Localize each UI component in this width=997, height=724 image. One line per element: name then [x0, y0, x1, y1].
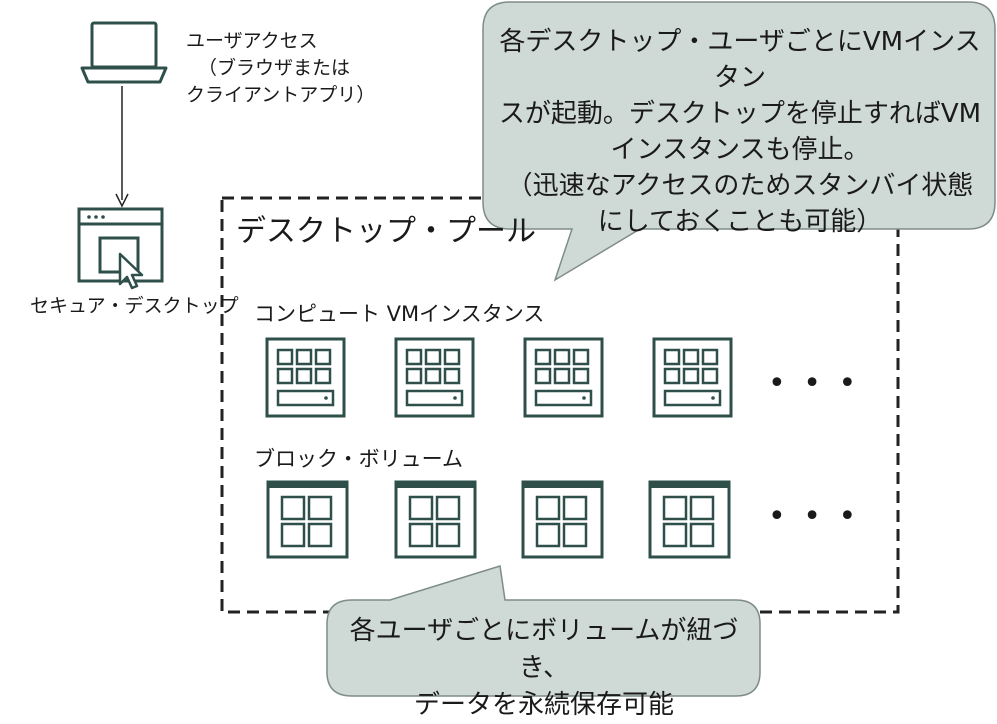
user-access-line3: クライアントアプリ） [186, 84, 376, 106]
block-volume-label: ブロック・ボリューム [254, 447, 463, 471]
callout-bottom-line: 各ユーザごとにボリュームが紐づき、 [349, 616, 739, 683]
block-volume-icon [521, 480, 604, 559]
callout-top-line: スが起動。デスクトップを停止すればVM [498, 99, 982, 129]
callout-top-line: （迅速なアクセスのためスタンバイ状態 [506, 171, 974, 201]
secure-desktop-label: セキュア・デスクトップ [30, 295, 239, 317]
callout-top-text: 各デスクトップ・ユーザごとにVMインスタン スが起動。デスクトップを停止すればV… [492, 24, 988, 240]
block-volume-icon [266, 480, 349, 559]
callout-top-line: インスタンスも停止。 [610, 135, 870, 165]
user-access-label: ユーザアクセス （ブラウザまたは クライアントアプリ） [186, 28, 375, 109]
compute-vm-label: コンピュート VMインスタンス [254, 302, 545, 326]
compute-more-ellipsis: • • • [768, 366, 861, 401]
callout-bottom-shape [326, 565, 761, 697]
architecture-diagram [77, 1, 996, 697]
block-volume-icon [394, 480, 477, 559]
compute-vm-icon [394, 337, 475, 418]
callout-top-shape [482, 1, 996, 282]
access-arrow [115, 86, 129, 208]
compute-vm-icon [523, 337, 604, 418]
callout-top-line: 各デスクトップ・ユーザごとにVMインスタン [499, 27, 981, 93]
laptop-icon [80, 21, 168, 84]
callout-bottom-line: データを永続保存可能 [413, 690, 674, 720]
secure-desktop-icon [77, 207, 164, 290]
block-volume-icon [648, 480, 731, 559]
compute-vm-icon [265, 337, 346, 418]
desktop-pool-title: デスクトップ・プール [236, 214, 536, 249]
callout-bottom-text: 各ユーザごとにボリュームが紐づき、 データを永続保存可能 [338, 613, 750, 724]
user-access-line2: （ブラウザまたは [198, 57, 351, 79]
volume-more-ellipsis: • • • [768, 499, 861, 534]
user-access-line1: ユーザアクセス [186, 30, 318, 52]
compute-vm-icon [652, 337, 733, 418]
callout-top-line: にしておくことも可能） [597, 207, 883, 237]
